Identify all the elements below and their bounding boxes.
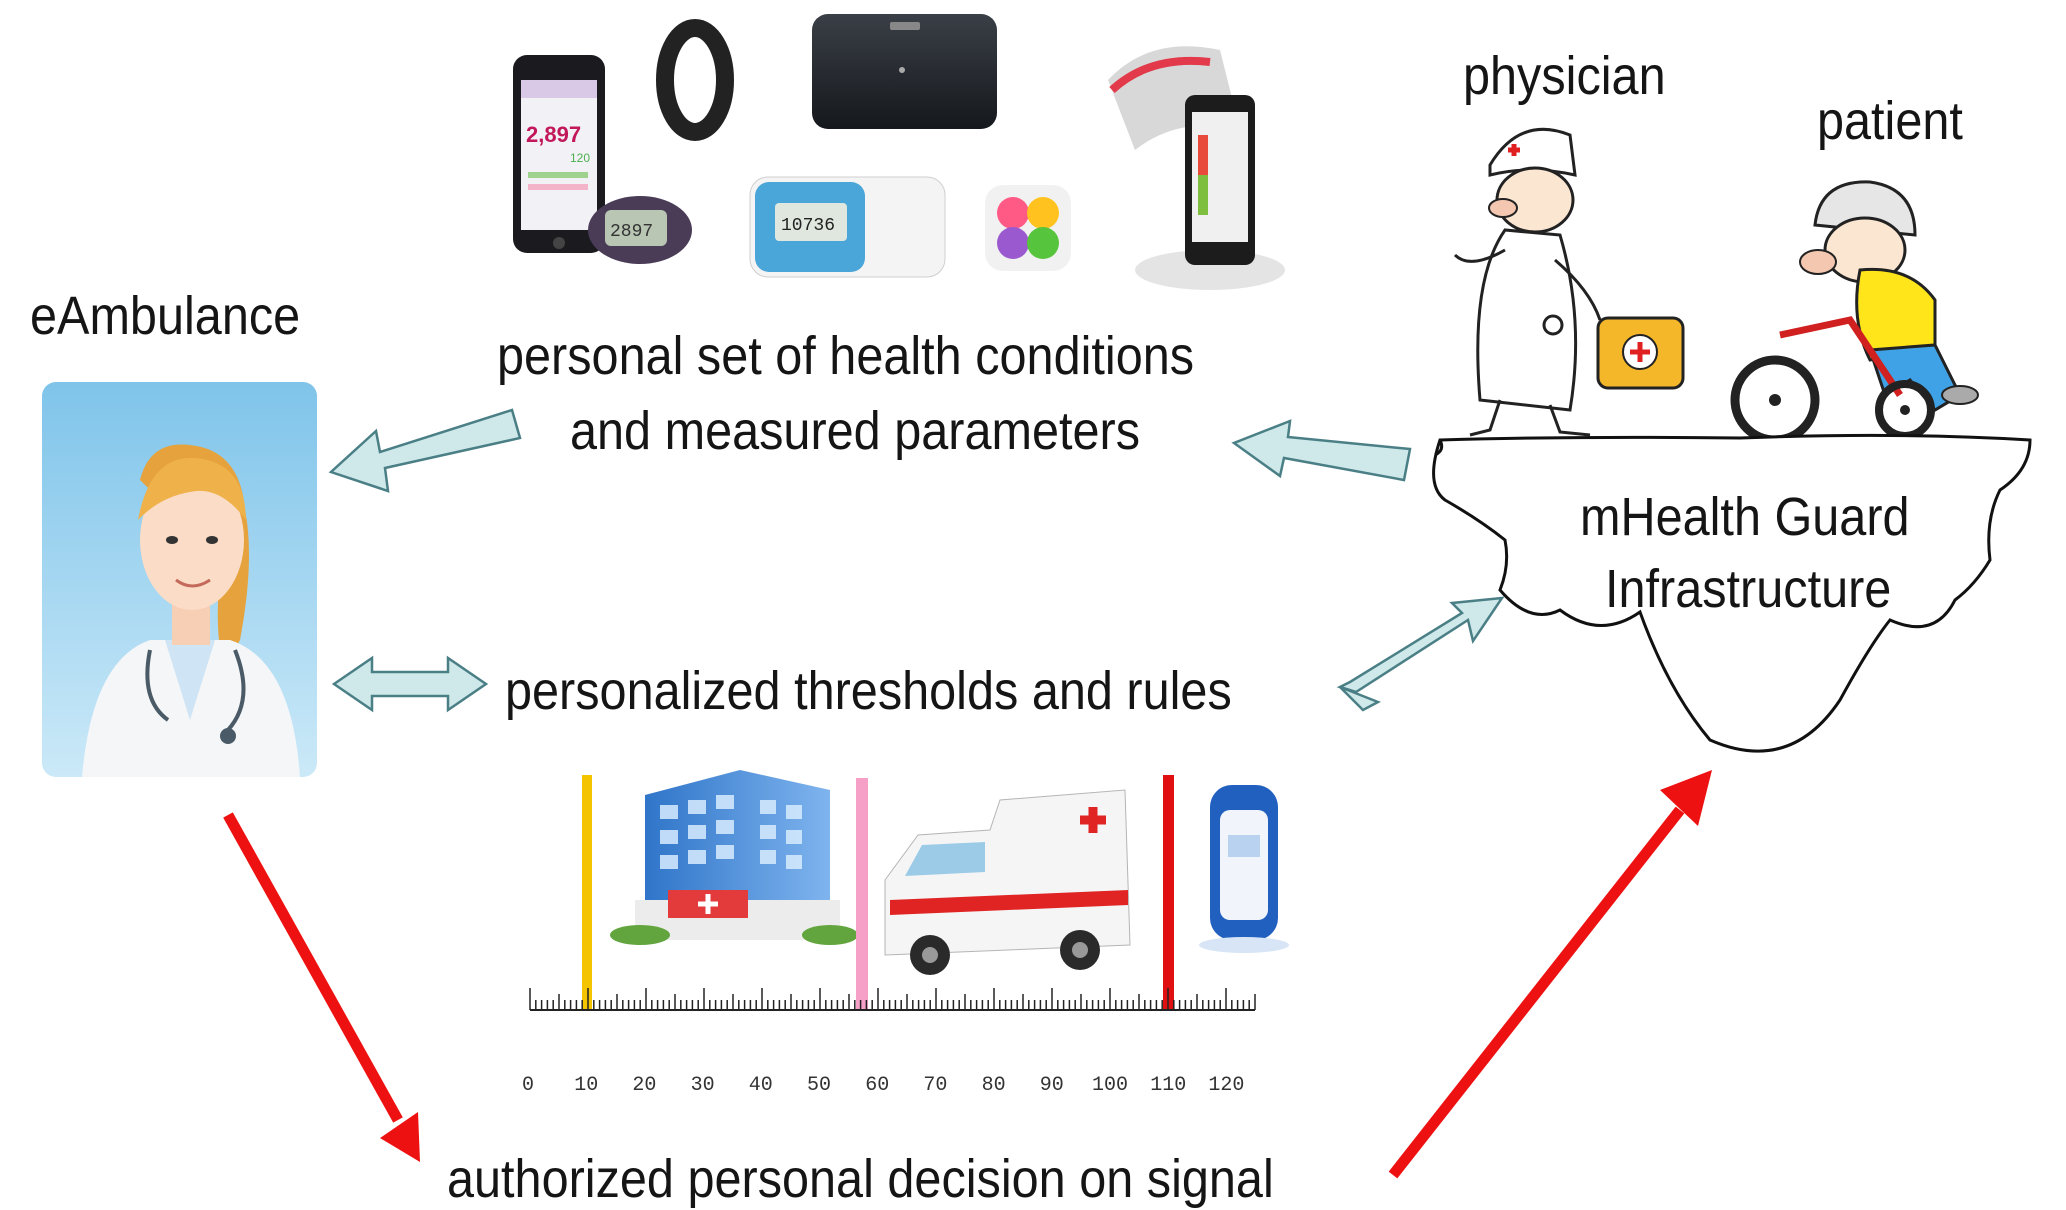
pedometer-icon: 2897 xyxy=(588,196,692,264)
ruler-tick-label: 90 xyxy=(1040,1074,1064,1097)
threshold-ruler: 0 10 20 30 40 50 60 70 80 90 100 110 120 xyxy=(522,988,1256,1097)
blood-pressure-monitor-icon xyxy=(1108,46,1285,290)
health-app-icon xyxy=(985,185,1071,271)
decision-arrow-down xyxy=(223,812,420,1162)
ruler-tick-label: 70 xyxy=(923,1074,947,1097)
tracker-display-text: 10736 xyxy=(781,216,835,236)
hospital-icon xyxy=(610,770,858,945)
cloud-label-line2: Infrastructure xyxy=(1605,559,1892,619)
arrow-to-eambulance xyxy=(328,408,522,493)
ruler-tick-label: 10 xyxy=(574,1074,598,1097)
decision-arrow-up xyxy=(1388,770,1712,1179)
phone-steps-text: 2,897 xyxy=(526,122,581,147)
activity-tracker-icon: 10736 xyxy=(749,176,946,278)
devices-group: 2,897 120 2897 10736 xyxy=(513,14,1285,290)
patient-label: patient xyxy=(1817,91,1963,151)
physician-label: physician xyxy=(1463,46,1666,106)
ruler-tick-label: 40 xyxy=(749,1074,773,1097)
ruler-tick-label: 100 xyxy=(1092,1074,1128,1097)
eambulance-avatar xyxy=(42,382,317,777)
cloud-label-line1: mHealth Guard xyxy=(1580,487,1910,547)
mhealth-cloud-shape xyxy=(1432,433,2032,753)
eambulance-label: eAmbulance xyxy=(30,286,301,346)
decision-label: authorized personal decision on signal xyxy=(447,1149,1274,1209)
ruler-tick-label: 110 xyxy=(1150,1074,1186,1097)
double-arrow-thresholds-cloud xyxy=(1336,596,1505,694)
portable-monitor-icon xyxy=(1199,785,1289,953)
personal-set-label-line2: and measured parameters xyxy=(570,401,1141,461)
ruler-tick-label: 120 xyxy=(1208,1074,1244,1097)
double-arrow-eambulance-thresholds xyxy=(331,655,489,713)
ambulance-icon xyxy=(884,789,1131,975)
smartphone-icon: 2,897 120 xyxy=(513,55,605,253)
ruler-tick-label: 20 xyxy=(632,1074,656,1097)
threshold-marker-pink xyxy=(856,778,868,1010)
ruler-tick-label: 30 xyxy=(691,1074,715,1097)
ruler-tick-label: 80 xyxy=(982,1074,1006,1097)
threshold-marker-red xyxy=(1163,775,1174,1010)
personal-set-label-line1: personal set of health conditions xyxy=(497,326,1195,386)
pedometer-display-text: 2897 xyxy=(610,222,653,242)
patient-figure xyxy=(1730,180,1979,445)
smart-scale-icon xyxy=(812,14,997,129)
thresholds-label: personalized thresholds and rules xyxy=(505,661,1232,721)
phone-steps-sub-text: 120 xyxy=(570,151,590,165)
fitness-band-icon xyxy=(656,19,734,141)
arrow-from-cloud-to-parameters xyxy=(1231,419,1412,482)
ruler-tick-label: 50 xyxy=(807,1074,831,1097)
threshold-marker-yellow xyxy=(582,775,592,1010)
ruler-tick-label: 0 xyxy=(522,1074,534,1097)
ruler-tick-label: 60 xyxy=(865,1074,889,1097)
physician-figure xyxy=(1453,127,1685,437)
